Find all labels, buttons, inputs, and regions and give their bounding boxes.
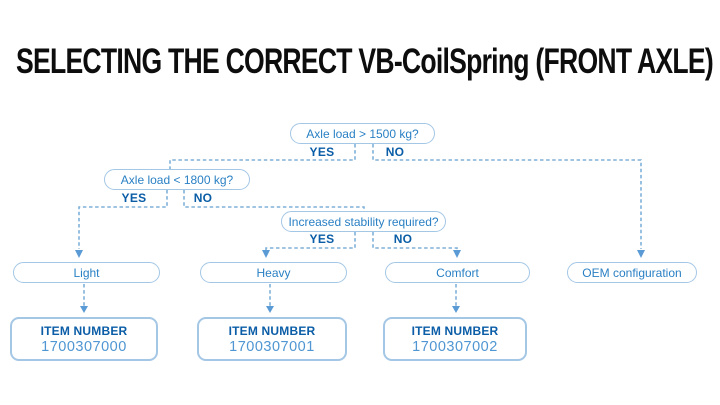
- item-number-box-heavy: ITEM NUMBER 1700307001: [197, 317, 347, 361]
- item-number-value: 1700307001: [229, 338, 315, 355]
- arrowhead-heavy: [262, 250, 270, 258]
- result-heavy: Heavy: [200, 262, 347, 283]
- decision-axle-load-1500-no-label: NO: [385, 145, 405, 159]
- page-title: SELECTING THE CORRECT VB-CoilSpring (FRO…: [16, 42, 714, 81]
- item-number-box-comfort: ITEM NUMBER 1700307002: [383, 317, 527, 361]
- decision-axle-load-1800-no-label: NO: [193, 191, 213, 205]
- arrowhead-item-comfort: [452, 306, 460, 313]
- arrowhead-item-light: [80, 306, 88, 313]
- item-number-label: ITEM NUMBER: [411, 323, 499, 338]
- arrowhead-comfort: [453, 250, 461, 258]
- decision-axle-load-1800-yes-label: YES: [121, 191, 147, 205]
- decision-increased-stability-yes-label: YES: [309, 232, 335, 246]
- result-oem-configuration: OEM configuration: [567, 262, 697, 283]
- item-number-value: 1700307000: [41, 338, 127, 355]
- arrowhead-item-heavy: [266, 306, 274, 313]
- item-number-label: ITEM NUMBER: [40, 323, 128, 338]
- arrowhead-light: [75, 250, 83, 258]
- arrowhead-oem: [637, 250, 645, 258]
- decision-increased-stability-no-label: NO: [393, 232, 413, 246]
- item-number-label: ITEM NUMBER: [228, 323, 316, 338]
- decision-increased-stability: Increased stability required?: [281, 211, 446, 232]
- result-light: Light: [13, 262, 160, 283]
- result-comfort: Comfort: [385, 262, 530, 283]
- item-number-value: 1700307002: [412, 338, 498, 355]
- decision-axle-load-1500-yes-label: YES: [309, 145, 335, 159]
- item-number-box-light: ITEM NUMBER 1700307000: [10, 317, 158, 361]
- decision-axle-load-1500: Axle load > 1500 kg?: [290, 123, 435, 144]
- decision-axle-load-1800: Axle load < 1800 kg?: [104, 169, 250, 190]
